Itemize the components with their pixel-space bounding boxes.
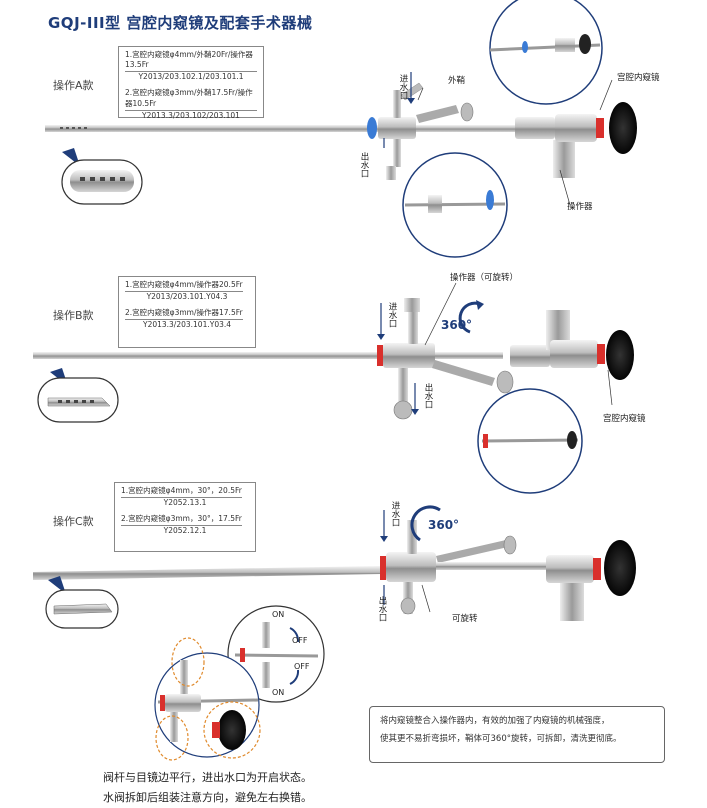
section-b-label: 操作B款 (53, 309, 94, 322)
spec-a2-code: Y2013.3/203.102/203.101 (142, 110, 240, 120)
operator-port-c (560, 583, 584, 621)
a-operator-label: 操作器 (567, 202, 593, 212)
spec-b1-line: 1.宫腔内窥镜φ4mm/操作器20.5Fr (125, 280, 243, 293)
detail-circle-a-top (489, 0, 603, 105)
c-rotation-label: 360° (428, 518, 460, 532)
spec-a1-line: 1.宫腔内窥镜φ4mm/外鞘20Fr/操作器13.5Fr (125, 50, 257, 73)
eyepiece-c (604, 540, 636, 596)
sheath-tube-a (45, 125, 525, 132)
sheath-tube-c (33, 566, 381, 580)
page-title: GQJ-III型 宫腔内窥镜及配套手术器械 (48, 14, 313, 32)
note-line-2: 使其更不易折弯损坏，鞘体可360°旋转，可拆卸，清洗更彻底。 (380, 733, 622, 744)
b-rotation-label: 360° (441, 318, 473, 332)
a-outlet-label: 出水口 (359, 152, 369, 178)
c-rotatable-label: 可旋转 (452, 614, 478, 624)
instrument-b (33, 282, 634, 494)
spec-c2-line: 2.宫腔内窥镜φ3mm，30°，17.5Fr (121, 514, 242, 527)
note-line-1: 将内窥镜整合入操作器内，有效的加强了内窥镜的机械强度， (380, 716, 610, 726)
c-outlet-label: 出水口 (377, 596, 387, 622)
c-on-label-1: ON (272, 610, 285, 619)
c-on-label-2: ON (272, 688, 285, 697)
blue-ring-a (367, 117, 377, 139)
spec-b2-line: 2.宫腔内窥镜φ3mm/操作器17.5Fr (125, 308, 243, 321)
spec-c2-code: Y2052.12.1 (163, 526, 207, 536)
c-inlet-label: 进水口 (390, 501, 400, 527)
b-inlet-label: 进水口 (387, 302, 397, 328)
a-scope-label: 宫腔内窥镜 (617, 73, 660, 83)
c-off-label-2: OFF (294, 662, 310, 671)
b-scope-label: 宫腔内窥镜 (603, 414, 646, 424)
b-outlet-label: 出水口 (423, 383, 433, 409)
section-b-spec-box: 1.宫腔内窥镜φ4mm/操作器20.5Fr Y2013/203.101.Y04.… (118, 276, 256, 348)
spec-b1-code: Y2013/203.101.Y04.3 (146, 292, 228, 302)
c-off-label-1: OFF (292, 636, 308, 645)
section-a-spec-box: 1.宫腔内窥镜φ4mm/外鞘20Fr/操作器13.5Fr Y2013/203.1… (118, 46, 264, 120)
section-c-spec-box: 1.宫腔内窥镜φ4mm，30°，20.5Fr Y2052.13.1 2.宫腔内窥… (114, 482, 256, 552)
operator-port-a (553, 140, 575, 178)
bottom-note-2: 水阀拆卸后组装注意方向，避免左右换错。 (103, 791, 312, 804)
red-ring-b (377, 345, 383, 366)
instrument-c (33, 505, 636, 761)
a-sheath-label: 外鞘 (448, 76, 466, 86)
valve-body-a (378, 117, 416, 139)
red-ring-c (380, 556, 386, 580)
a-inlet-label: 进水口 (398, 74, 408, 100)
bottom-note-1: 阀杆与目镜边平行，进出水口为开启状态。 (103, 771, 312, 784)
note-box: 将内窥镜整合入操作器内，有效的加强了内窥镜的机械强度， 使其更不易折弯损坏，鞘体… (369, 706, 665, 763)
instrument-a (45, 0, 637, 258)
spec-c1-code: Y2052.13.1 (163, 498, 207, 508)
eyepiece-b (606, 330, 634, 380)
spec-a2-line: 2.宫腔内窥镜φ3mm/外鞘17.5Fr/操作器10.5Fr (125, 88, 257, 111)
spec-a1-code: Y2013/203.102.1/203.101.1 (138, 72, 244, 82)
sheath-tube-b (33, 352, 503, 359)
eyepiece-a (609, 102, 637, 154)
spec-c1-line: 1.宫腔内窥镜φ4mm，30°，20.5Fr (121, 486, 242, 499)
b-operator-rot-label: 操作器（可旋转） (450, 273, 519, 283)
section-c-label: 操作C款 (53, 515, 94, 528)
spec-b2-code: Y2013.3/203.101.Y03.4 (142, 320, 232, 330)
section-a-label: 操作A款 (53, 79, 94, 92)
